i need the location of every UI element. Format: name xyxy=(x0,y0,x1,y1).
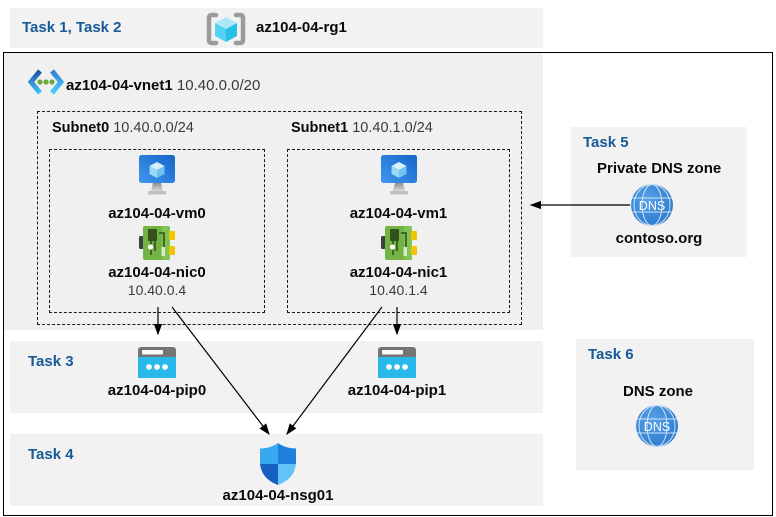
subnets-outer-box xyxy=(37,111,522,325)
task1-task2-band: Task 1, Task 2 az104-04-rg1 xyxy=(10,8,543,48)
virtual-network-icon xyxy=(28,69,64,95)
task5-label: Task 5 xyxy=(583,134,629,151)
public-ip-1-group: az104-04-pip1 xyxy=(347,347,447,399)
virtual-machine-icon xyxy=(380,155,417,195)
dns-zone-icon: DNS xyxy=(636,405,678,447)
vnet-container xyxy=(4,53,543,330)
public-ip-0-group: az104-04-pip0 xyxy=(107,347,207,399)
task6-label: Task 6 xyxy=(588,346,634,363)
nic1-name: az104-04-nic1 xyxy=(349,264,448,281)
vnet-name: az104-04-vnet1 xyxy=(66,77,173,94)
public-ip-icon xyxy=(378,347,416,378)
private-dns-zone-icon: DNS xyxy=(631,184,673,226)
subnet0-box: az104-04-vm0 az104-04-nic0 10.40.0.4 xyxy=(49,149,265,313)
svg-text:DNS: DNS xyxy=(639,199,665,213)
task1-task2-label: Task 1, Task 2 xyxy=(22,19,122,36)
subnet1-box: az104-04-vm1 az104-04-nic1 10.40.1.4 xyxy=(287,149,510,313)
svg-text:DNS: DNS xyxy=(644,420,670,434)
public-ip-icon xyxy=(138,347,176,378)
dns-zone-title: DNS zone xyxy=(623,383,694,400)
task3-label: Task 3 xyxy=(28,353,74,370)
task3-band: Task 3 xyxy=(10,341,543,413)
subnet1-title: Subnet1 10.40.1.0/24 xyxy=(291,120,433,136)
vm1-name: az104-04-vm1 xyxy=(349,205,448,222)
network-interface-icon xyxy=(139,226,175,260)
private-dns-zone-title: Private DNS zone xyxy=(597,160,722,177)
vnet-cidr: 10.40.0.0/20 xyxy=(176,77,261,94)
subnet0-cidr: 10.40.0.0/24 xyxy=(113,120,194,136)
nic0-ip: 10.40.0.4 xyxy=(127,282,187,298)
network-interface-icon xyxy=(380,226,417,260)
subnet1-name: Subnet1 xyxy=(291,120,349,136)
nsg-name: az104-04-nsg01 xyxy=(222,487,334,504)
task5-box: Task 5 Private DNS zone DNS contoso.org xyxy=(571,127,747,257)
task4-label: Task 4 xyxy=(28,446,74,463)
resource-group-name: az104-04-rg1 xyxy=(256,19,347,36)
resource-group-icon xyxy=(206,12,246,46)
subnet1-cidr: 10.40.1.0/24 xyxy=(352,120,433,136)
private-dns-zone-name: contoso.org xyxy=(615,230,703,247)
pip1-name: az104-04-pip1 xyxy=(347,382,447,399)
nic1-ip: 10.40.1.4 xyxy=(369,282,428,298)
pip0-name: az104-04-pip0 xyxy=(107,382,207,399)
vm0-name: az104-04-vm0 xyxy=(108,205,206,222)
virtual-machine-icon xyxy=(139,155,175,195)
vnet-title: az104-04-vnet1 10.40.0.0/20 xyxy=(66,77,260,94)
network-security-group-icon xyxy=(260,443,296,485)
subnet0-name: Subnet0 xyxy=(52,120,110,136)
subnet0-title: Subnet0 10.40.0.0/24 xyxy=(52,120,194,136)
task6-box: Task 6 DNS zone DNS xyxy=(576,339,754,470)
nic0-name: az104-04-nic0 xyxy=(108,264,206,281)
